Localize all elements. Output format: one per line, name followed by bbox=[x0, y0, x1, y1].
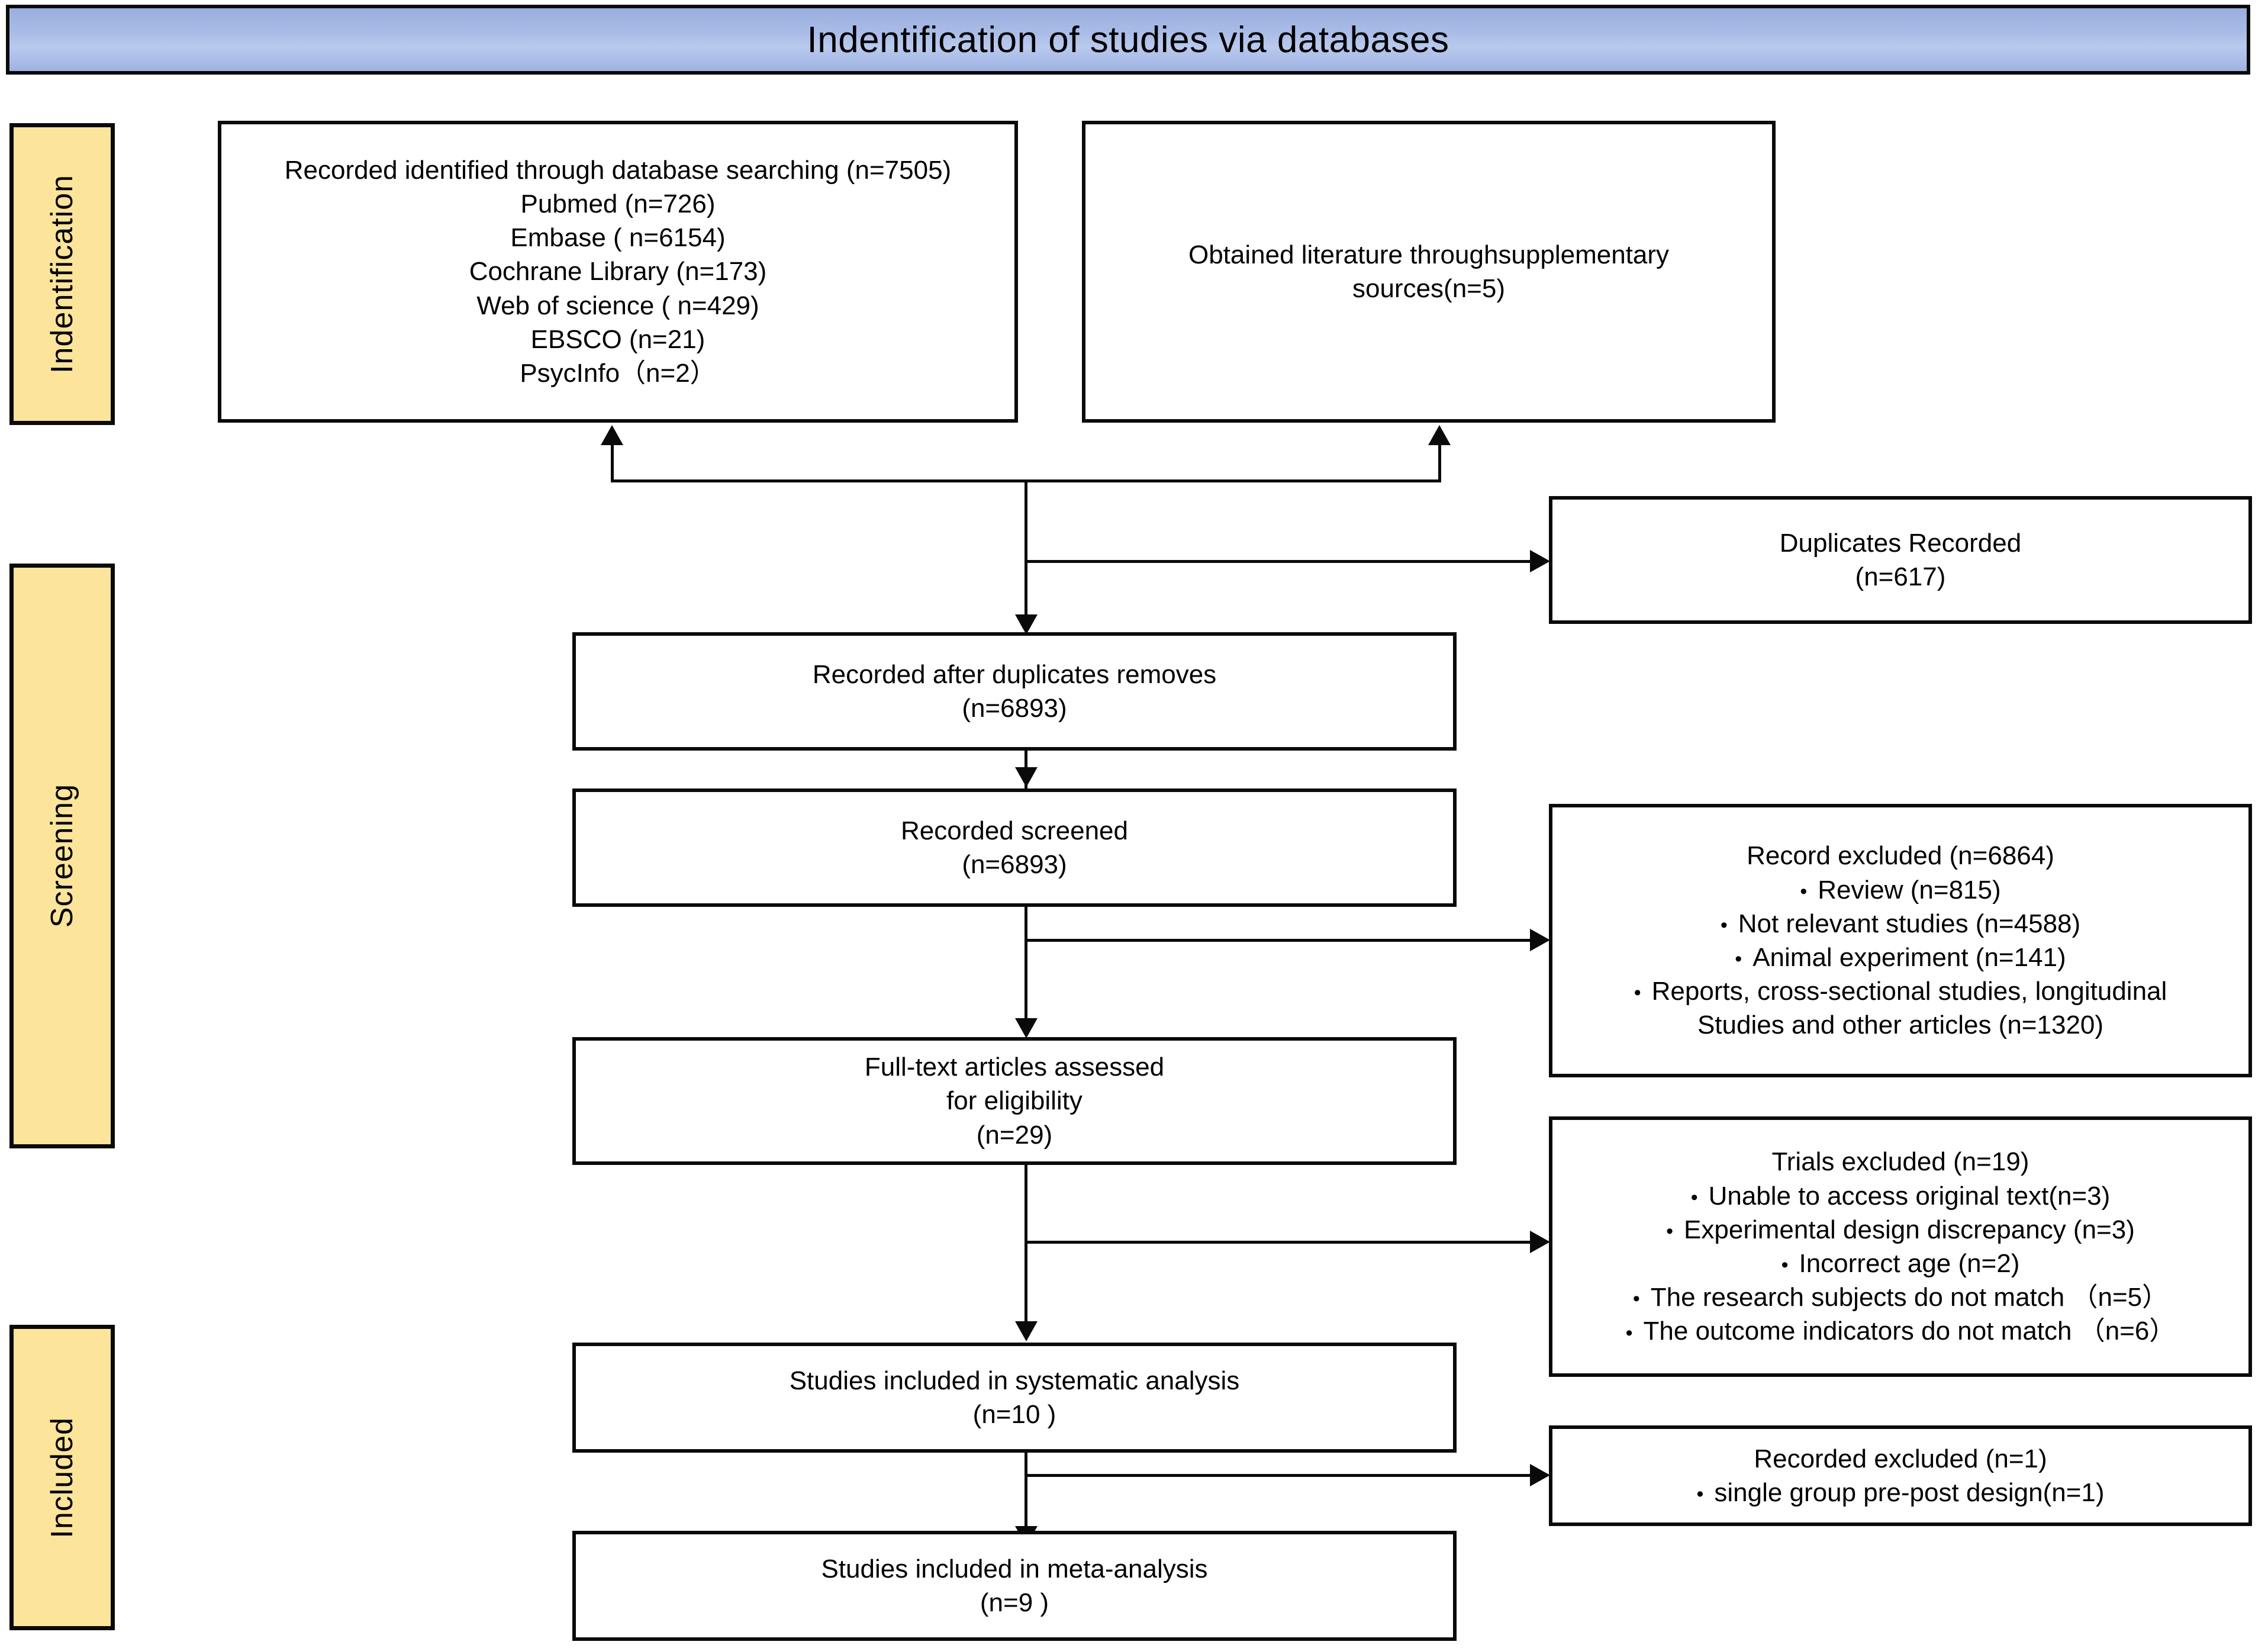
arrow-right-to-record-excluded bbox=[1530, 929, 1550, 951]
recorded-excluded-final-heading: Recorded excluded (n=1) bbox=[1754, 1444, 2047, 1473]
systematic-line-2: (n=10 ) bbox=[972, 1400, 1056, 1429]
recorded-screened-line-1: Recorded screened bbox=[900, 816, 1128, 845]
connector-to-duplicates bbox=[1025, 560, 1534, 563]
box-database-search: Recorded identified through database sea… bbox=[218, 121, 1018, 423]
box-trials-excluded: Trials excluded (n=19) Unable to access … bbox=[1549, 1116, 2252, 1377]
after-duplicates-line-1: Recorded after duplicates removes bbox=[812, 659, 1217, 689]
database-search-line-1: Recorded identified through database sea… bbox=[284, 155, 952, 185]
after-duplicates-line-2: (n=6893) bbox=[962, 694, 1067, 723]
arrow-right-to-recorded-excluded-final bbox=[1530, 1464, 1550, 1486]
connector-to-recorded-excluded-final bbox=[1025, 1474, 1534, 1477]
banner-title: Indentification of studies via databases bbox=[807, 19, 1449, 60]
recorded-excluded-final-bullet-1: single group pre-post design(n=1) bbox=[1696, 1476, 2104, 1509]
record-excluded-bullet-4: Reports, cross-sectional studies, longit… bbox=[1634, 974, 2167, 1008]
arrow-down-to-fulltext bbox=[1015, 1018, 1038, 1038]
database-search-line-4: Cochrane Library (n=173) bbox=[469, 257, 767, 287]
connector-up-left bbox=[611, 440, 614, 482]
fulltext-line-2: for eligibility bbox=[946, 1086, 1083, 1116]
database-search-line-5: Web of science ( n=429) bbox=[476, 291, 759, 320]
connector-fulltext-to-systematic bbox=[1025, 1165, 1027, 1338]
arrow-right-to-trials-excluded bbox=[1530, 1231, 1550, 1253]
connector-systematic-to-meta bbox=[1025, 1453, 1027, 1546]
record-excluded-bullet-1: Review (n=815) bbox=[1800, 873, 2000, 907]
connector-merge-down bbox=[1025, 479, 1027, 629]
database-search-line-3: Embase ( n=6154) bbox=[510, 223, 726, 253]
trials-excluded-bullet-3: Incorrect age (n=2) bbox=[1781, 1247, 2019, 1280]
arrow-right-to-duplicates bbox=[1530, 550, 1550, 572]
stage-tab-screening: Screening bbox=[9, 564, 115, 1148]
database-search-line-7: PsycInfo（n=2） bbox=[520, 358, 716, 388]
arrow-down-to-after-duplicates bbox=[1015, 614, 1038, 635]
fulltext-line-3: (n=29) bbox=[976, 1120, 1053, 1150]
box-recorded-excluded-final: Recorded excluded (n=1) single group pre… bbox=[1549, 1425, 2252, 1526]
record-excluded-bullet-3: Animal experiment (n=141) bbox=[1735, 941, 2066, 974]
diagram-banner: Indentification of studies via databases bbox=[6, 5, 2250, 75]
box-recorded-screened: Recorded screened (n=6893) bbox=[572, 788, 1457, 907]
supplementary-line-2: sources(n=5) bbox=[1352, 274, 1505, 303]
box-fulltext-assessed: Full-text articles assessed for eligibil… bbox=[572, 1037, 1457, 1165]
trials-excluded-bullet-1: Unable to access original text(n=3) bbox=[1691, 1179, 2111, 1213]
meta-line-1: Studies included in meta-analysis bbox=[821, 1554, 1208, 1583]
trials-excluded-bullet-5: The outcome indicators do not match （n=6… bbox=[1626, 1314, 2176, 1348]
box-duplicates-recorded: Duplicates Recorded (n=617) bbox=[1549, 496, 2252, 624]
box-record-excluded: Record excluded (n=6864) Review (n=815) … bbox=[1549, 804, 2252, 1077]
stage-label-screening: Screening bbox=[45, 784, 79, 928]
connector-screened-to-fulltext bbox=[1025, 907, 1027, 1032]
duplicates-line-1: Duplicates Recorded bbox=[1779, 528, 2022, 558]
trials-excluded-heading: Trials excluded (n=19) bbox=[1771, 1147, 2029, 1177]
supplementary-line-1: Obtained literature throughsupplementary bbox=[1188, 240, 1670, 269]
box-systematic-analysis: Studies included in systematic analysis … bbox=[572, 1343, 1457, 1453]
record-excluded-continuation: Studies and other articles (n=1320) bbox=[1697, 1010, 2104, 1040]
fulltext-line-1: Full-text articles assessed bbox=[864, 1052, 1165, 1082]
connector-to-trials-excluded bbox=[1025, 1241, 1534, 1244]
stage-tab-included: Included bbox=[9, 1325, 115, 1630]
box-after-duplicates: Recorded after duplicates removes (n=689… bbox=[572, 632, 1457, 751]
stage-label-included: Included bbox=[45, 1417, 79, 1538]
systematic-line-1: Studies included in systematic analysis bbox=[789, 1366, 1240, 1395]
record-excluded-heading: Record excluded (n=6864) bbox=[1747, 841, 2054, 871]
database-search-line-2: Pubmed (n=726) bbox=[520, 189, 716, 219]
meta-line-2: (n=9 ) bbox=[980, 1588, 1049, 1617]
connector-to-record-excluded bbox=[1025, 939, 1534, 942]
trials-excluded-bullet-2: Experimental design discrepancy (n=3) bbox=[1666, 1213, 2135, 1247]
trials-excluded-bullet-4: The research subjects do not match （n=5） bbox=[1633, 1280, 2168, 1314]
arrow-down-to-screened bbox=[1015, 767, 1038, 787]
recorded-screened-line-2: (n=6893) bbox=[962, 850, 1067, 879]
duplicates-line-2: (n=617) bbox=[1855, 562, 1946, 591]
database-search-line-6: EBSCO (n=21) bbox=[530, 324, 705, 354]
stage-tab-identification: Indentification bbox=[9, 123, 115, 425]
record-excluded-bullet-2: Not relevant studies (n=4588) bbox=[1721, 907, 2080, 941]
connector-up-right bbox=[1438, 440, 1441, 482]
box-supplementary-sources: Obtained literature throughsupplementary… bbox=[1082, 121, 1776, 423]
box-meta-analysis: Studies included in meta-analysis (n=9 ) bbox=[572, 1531, 1457, 1641]
stage-label-identification: Indentification bbox=[45, 175, 79, 374]
arrow-down-to-systematic bbox=[1015, 1321, 1038, 1341]
